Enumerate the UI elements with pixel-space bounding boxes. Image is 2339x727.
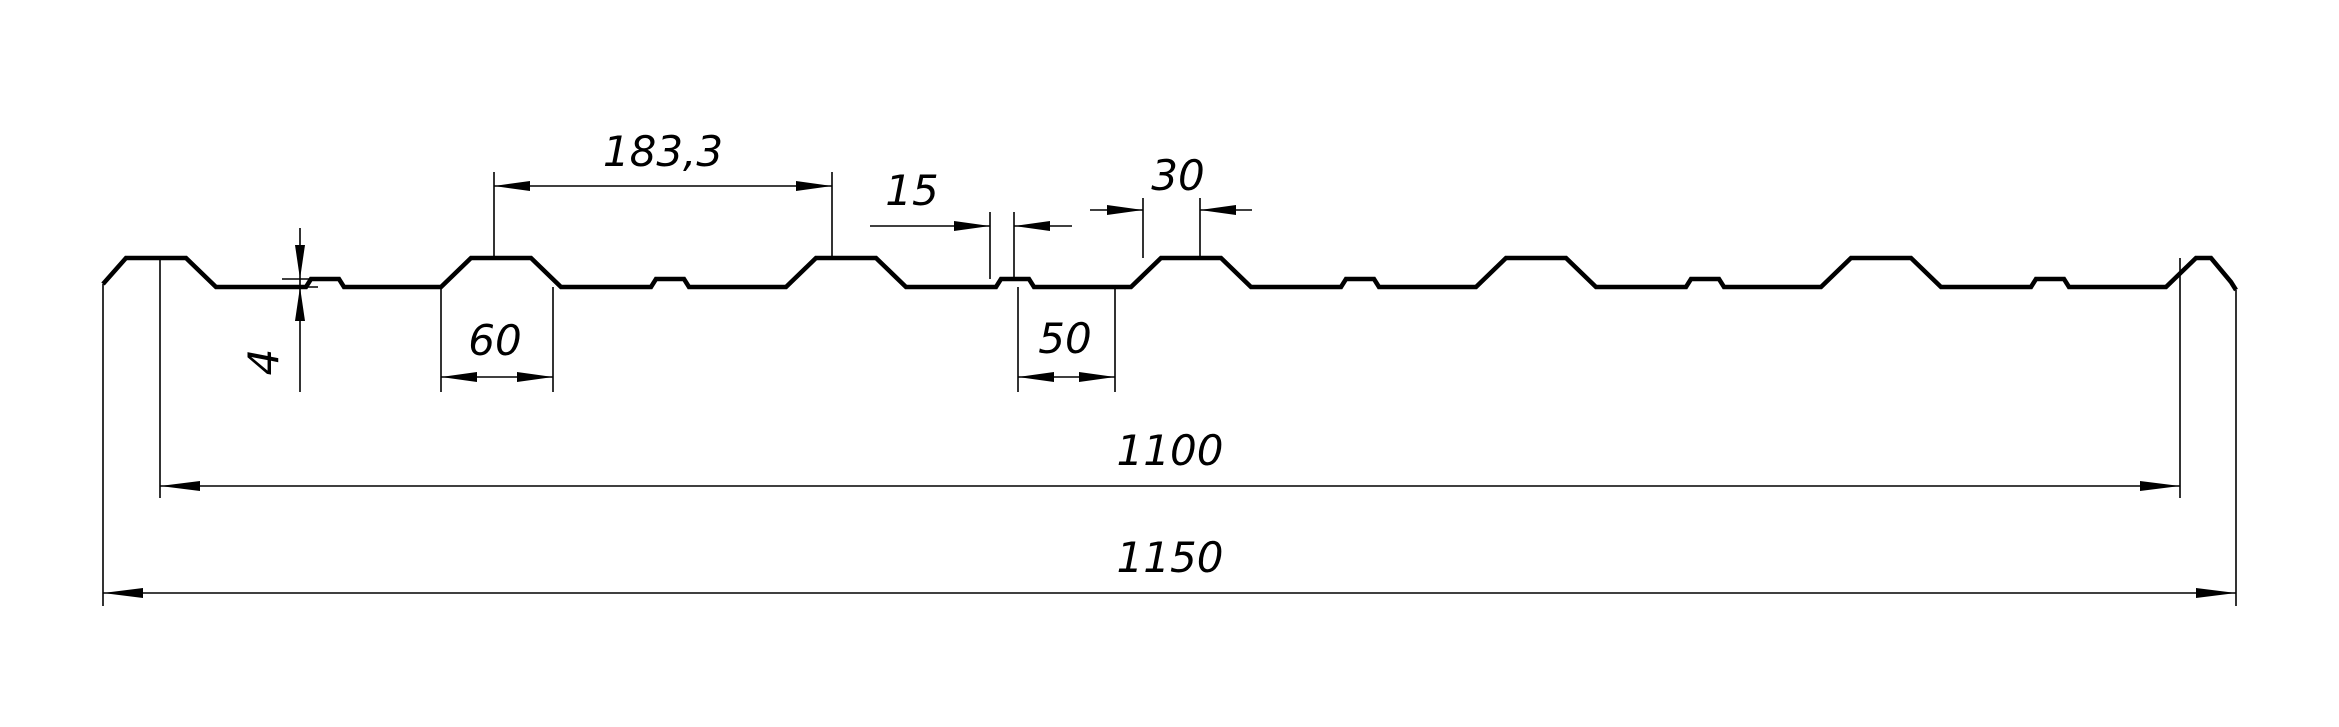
dimension-rib-width-label: 15 — [885, 166, 938, 215]
dimension-pitch: 183,3 — [493, 127, 833, 258]
dimension-working-width-label: 1100 — [1117, 426, 1224, 475]
dimension-rib-width: 15 — [870, 166, 1072, 279]
dimension-valley-width: 50 — [1017, 287, 1116, 392]
dimension-total-width-label: 1150 — [1117, 533, 1224, 582]
dimension-total-width: 1150 — [102, 284, 2237, 606]
dimension-rib-height-label: 4 — [239, 349, 288, 376]
dimension-base-width: 60 — [440, 287, 554, 392]
dimension-rib-height: 4 — [239, 228, 318, 392]
dimension-base-width-label: 60 — [468, 316, 521, 365]
sheet-profile-outline — [101, 255, 2238, 292]
dimension-pitch-label: 183,3 — [603, 127, 723, 176]
dimension-valley-width-label: 50 — [1038, 314, 1091, 363]
dimension-working-width: 1100 — [159, 258, 2181, 498]
dimension-crest-width-label: 30 — [1151, 151, 1204, 200]
dimension-crest-width: 30 — [1090, 151, 1252, 258]
